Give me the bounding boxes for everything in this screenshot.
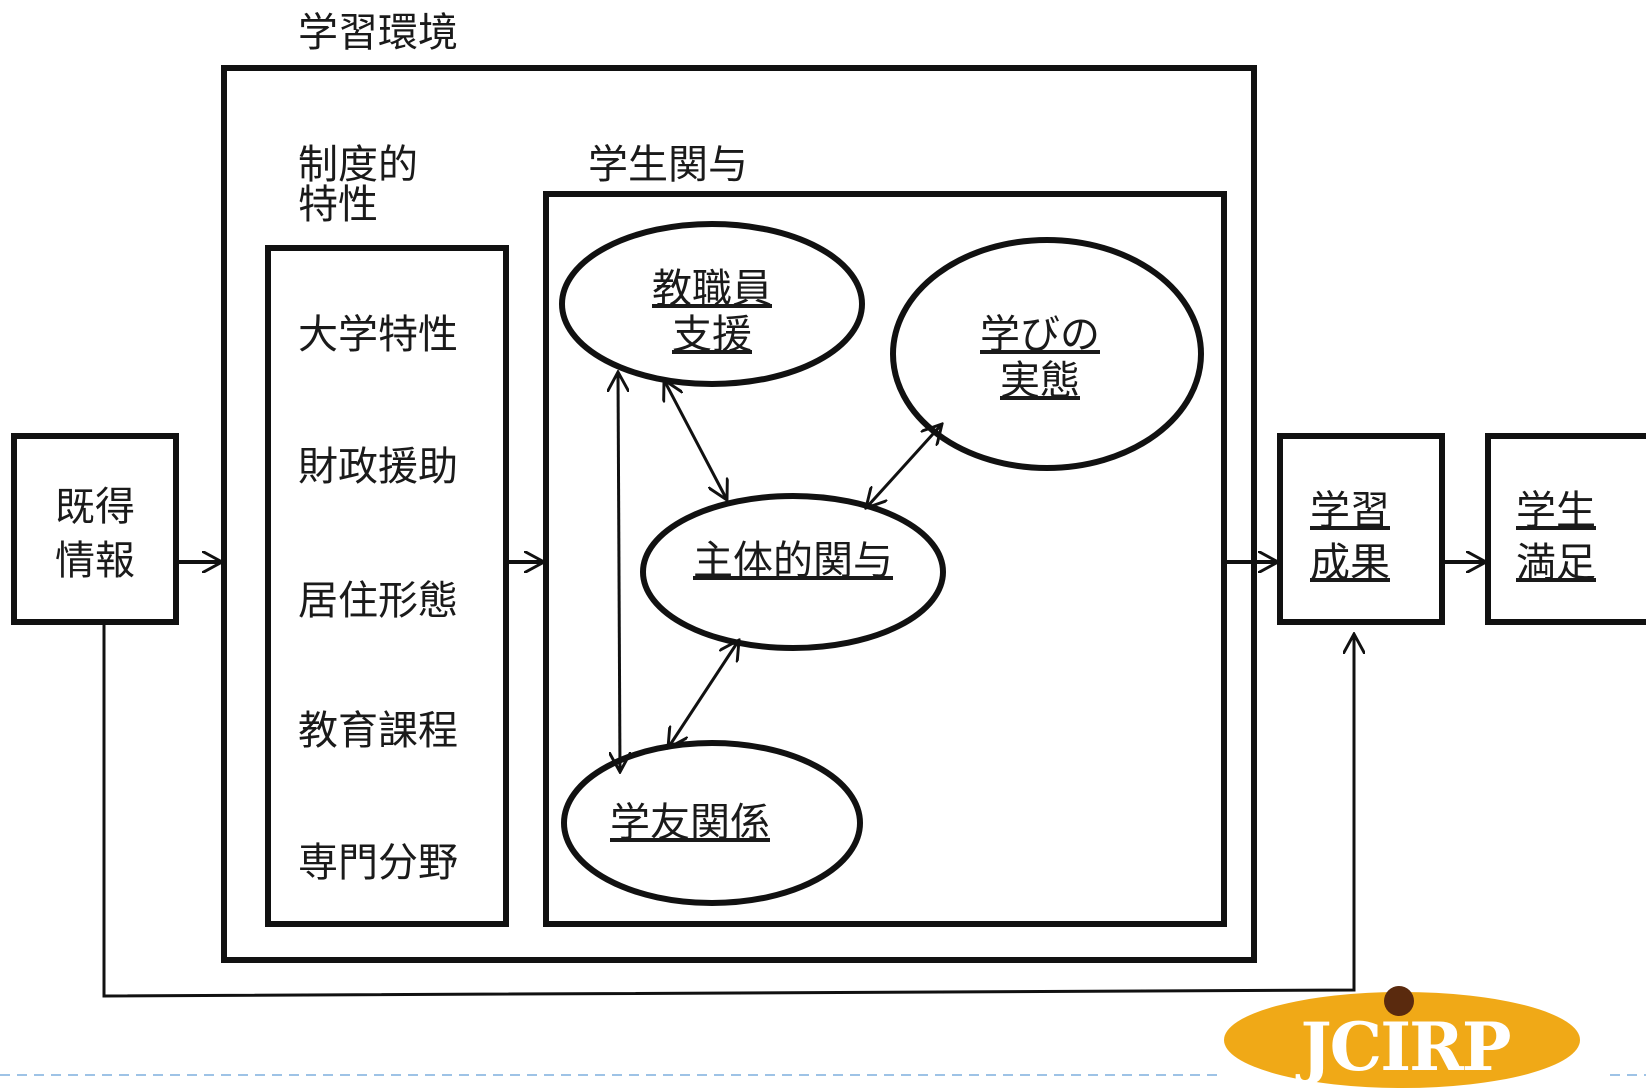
institutional-characteristics-label-line2: 特性 xyxy=(298,182,378,228)
student-engagement-label: 学生関与 xyxy=(588,142,748,188)
learning-environment-label: 学習環境 xyxy=(298,10,458,56)
jcirp-logo-text: JCIRP xyxy=(1295,1008,1509,1086)
institutional-characteristics-label-line1: 制度的 xyxy=(298,142,418,188)
arrow-faculty-peer xyxy=(618,372,620,772)
faculty-support-line2: 支援 xyxy=(672,312,752,358)
institutional-characteristics-box xyxy=(265,245,509,927)
student-satisfaction-line2: 満足 xyxy=(1516,540,1596,586)
prior-information-line2: 情報 xyxy=(55,538,135,584)
learning-outcome-box xyxy=(1277,433,1445,625)
arrow-faculty-active xyxy=(664,380,727,500)
learning-outcome-line2: 成果 xyxy=(1310,540,1390,586)
prior-information-line1: 既得 xyxy=(55,484,135,530)
faculty-support-line1: 教職員 xyxy=(652,266,772,312)
active-engagement-ellipse xyxy=(640,493,946,651)
prior-information-box xyxy=(11,433,179,625)
peer-relations-text: 学友関係 xyxy=(610,800,770,846)
institutional-item: 教育課程 xyxy=(298,708,458,754)
student-engagement-box xyxy=(543,191,1227,927)
institutional-item: 大学特性 xyxy=(298,312,458,358)
student-satisfaction-box xyxy=(1485,433,1646,625)
arrow-prior-to-outcome xyxy=(102,622,1354,998)
learning-reality-line2: 実態 xyxy=(1000,358,1080,404)
institutional-item: 居住形態 xyxy=(298,578,458,624)
jcirp-logo: JCIRP xyxy=(1224,986,1580,1088)
logo-dot xyxy=(1384,986,1414,1016)
active-engagement-text: 主体的関与 xyxy=(693,538,893,584)
learning-environment-box xyxy=(221,65,1257,963)
learning-reality-ellipse xyxy=(890,237,1204,471)
arrow-active-reality xyxy=(866,424,942,508)
institutional-item: 専門分野 xyxy=(298,840,458,886)
institutional-item: 財政援助 xyxy=(298,444,458,490)
learning-outcome-line1: 学習 xyxy=(1310,488,1390,534)
learning-reality-line1: 学びの xyxy=(980,312,1100,358)
student-satisfaction-line1: 学生 xyxy=(1516,488,1596,534)
arrow-active-peer xyxy=(668,640,739,748)
